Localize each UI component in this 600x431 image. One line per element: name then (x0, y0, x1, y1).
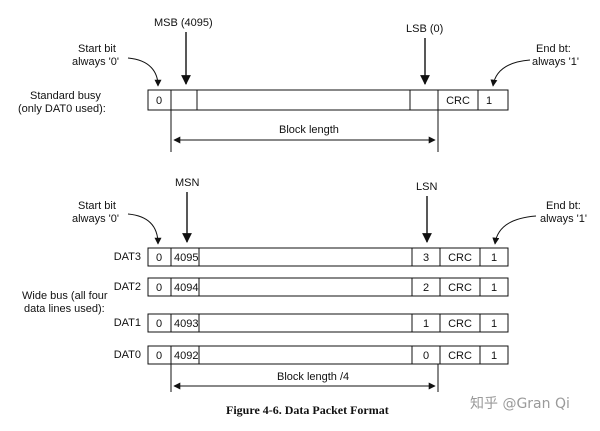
first-bit-cell: 4095 (174, 252, 198, 264)
packet-outline (147, 313, 509, 333)
crc-cell: CRC (448, 252, 472, 264)
end-bit-cell: 1 (491, 350, 497, 362)
wide-bus-section: MSN LSN Start bit always '0' End bt: alw… (22, 177, 587, 392)
end-bit-cell: 1 (491, 252, 497, 264)
start-bit-label-line2: always '0' (72, 56, 119, 68)
packet-outline (147, 247, 509, 267)
crc-cell: CRC (448, 282, 472, 294)
data-line-row: DAT3 0 4095 3 CRC 1 (114, 247, 509, 267)
lsn-label: LSN (416, 181, 437, 193)
start-bit-cell: 0 (156, 350, 162, 362)
start-bit-cell: 0 (156, 95, 162, 107)
end-bit-cell: 1 (491, 282, 497, 294)
end-bit-label-line1: End bt: (546, 200, 581, 212)
standard-bus-label-line2: (only DAT0 used): (18, 103, 106, 115)
start-bit-cell: 0 (156, 282, 162, 294)
end-bit-label-line1: End bt: (536, 43, 571, 55)
last-bit-cell: 3 (423, 252, 429, 264)
data-line-name: DAT3 (114, 251, 141, 263)
packet-outline (147, 277, 509, 297)
wide-bus-label-line2: data lines used): (24, 303, 105, 315)
data-line-row: DAT1 0 4093 1 CRC 1 (114, 313, 509, 333)
msn-label: MSN (175, 177, 200, 189)
data-line-name: DAT2 (114, 281, 141, 293)
standard-bus-label-line1: Standard busy (30, 90, 101, 102)
end-bit-label-line2: always '1' (532, 56, 579, 68)
lsb-label: LSB (0) (406, 23, 443, 35)
start-bit-curved-arrow (127, 213, 162, 245)
data-line-name: DAT1 (114, 317, 141, 329)
packet-outline (147, 345, 509, 365)
figure-caption: Figure 4-6. Data Packet Format (226, 403, 389, 417)
block-length-label: Block length (279, 124, 339, 136)
start-bit-curved-arrow (127, 57, 162, 87)
start-bit-cell: 0 (156, 252, 162, 264)
end-bit-curved-arrow (490, 59, 531, 87)
watermark: 知乎 @Gran Qi (470, 395, 570, 412)
wide-bus-label-line1: Wide bus (all four (22, 290, 108, 302)
crc-cell: CRC (448, 350, 472, 362)
end-bit-label-line2: always '1' (540, 213, 587, 225)
last-bit-cell: 1 (423, 318, 429, 330)
data-line-row: DAT2 0 4094 2 CRC 1 (114, 277, 509, 297)
last-bit-cell: 2 (423, 282, 429, 294)
data-line-name: DAT0 (114, 349, 141, 361)
start-bit-label-line1: Start bit (78, 43, 116, 55)
last-bit-cell: 0 (423, 350, 429, 362)
start-bit-label-line1: Start bit (78, 200, 116, 212)
end-bit-cell: 1 (486, 95, 492, 107)
block-length-label: Block length /4 (277, 371, 349, 383)
standard-bus-section: MSB (4095) LSB (0) Start bit always '0' … (18, 17, 579, 152)
end-bit-cell: 1 (491, 318, 497, 330)
first-bit-cell: 4092 (174, 350, 198, 362)
msb-label: MSB (4095) (154, 17, 213, 29)
first-bit-cell: 4093 (174, 318, 198, 330)
start-bit-label-line2: always '0' (72, 213, 119, 225)
standard-bus-packet: 0 CRC 1 (147, 89, 509, 111)
start-bit-cell: 0 (156, 318, 162, 330)
data-line-row: DAT0 0 4092 0 CRC 1 (114, 345, 509, 365)
first-bit-cell: 4094 (174, 282, 198, 294)
crc-cell: CRC (446, 95, 470, 107)
crc-cell: CRC (448, 318, 472, 330)
end-bit-curved-arrow (492, 215, 537, 245)
packet-outline (147, 89, 509, 111)
